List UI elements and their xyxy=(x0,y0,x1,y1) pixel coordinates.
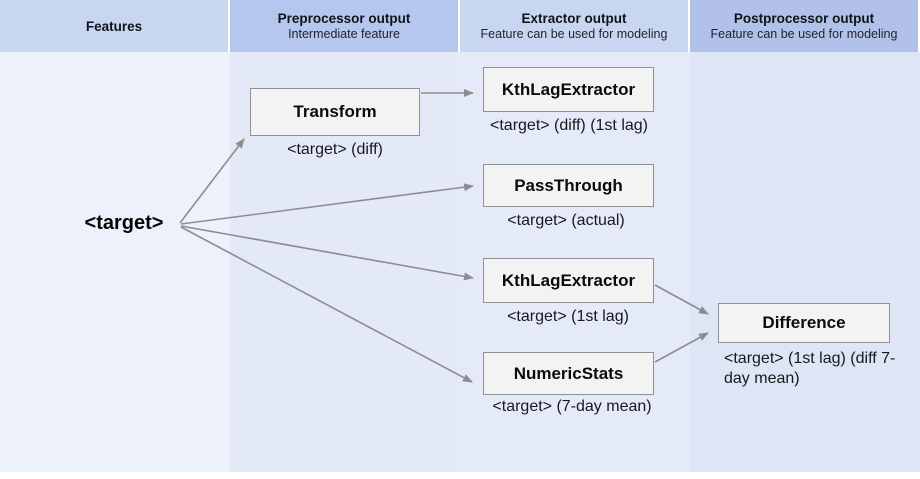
header-column-postprocessor: Postprocessor output Feature can be used… xyxy=(690,0,920,52)
header-column-preprocessor: Preprocessor output Intermediate feature xyxy=(230,0,460,52)
column-postprocessor-body xyxy=(690,52,920,472)
node-caption-kthlagextractor-lag: <target> (1st lag) xyxy=(507,308,629,325)
node-kthlagextractor-lag: KthLagExtractor xyxy=(483,258,654,303)
node-label: KthLagExtractor xyxy=(501,79,636,99)
edge-target-passthrough xyxy=(180,183,474,225)
header-title: Features xyxy=(85,18,143,34)
edge-target-kthlagextractor xyxy=(180,225,474,281)
node-passthrough: PassThrough xyxy=(483,164,654,207)
node-label: Difference xyxy=(762,313,846,332)
node-kthlagextractor-diff: KthLagExtractor xyxy=(483,67,654,112)
node-caption-kthlagextractor-diff: <target> (diff) (1st lag) xyxy=(490,117,648,134)
node-caption-difference: <target> (1st lag) (diff 7-day mean) xyxy=(724,350,896,387)
node-label: PassThrough xyxy=(514,175,623,195)
node-label: KthLagExtractor xyxy=(501,270,636,290)
header-subtitle: Intermediate feature xyxy=(288,27,400,41)
node-numericstats: NumericStats xyxy=(483,352,654,395)
edge-target-numericstats xyxy=(180,226,473,383)
node-transform: Transform xyxy=(250,88,420,136)
node-caption-numericstats: <target> (7-day mean) xyxy=(492,398,652,415)
node-caption-passthrough: <target> (actual) xyxy=(507,212,625,229)
node-label: NumericStats xyxy=(513,363,624,383)
header-subtitle: Feature can be used for modeling xyxy=(710,27,898,41)
header-title: Preprocessor output xyxy=(277,11,411,26)
header-subtitle: Feature can be used for modeling xyxy=(480,27,668,41)
header-title: Extractor output xyxy=(521,11,627,26)
node-caption-transform: <target> (diff) xyxy=(287,141,383,158)
edge-kthlagextractor-difference xyxy=(654,284,709,315)
edge-target-transform xyxy=(179,138,245,224)
column-features-body xyxy=(0,52,230,472)
feature-target-label: <target> xyxy=(84,212,164,234)
header-column-features: Features xyxy=(0,0,230,52)
header-column-extractor: Extractor output Feature can be used for… xyxy=(460,0,690,52)
node-label: Transform xyxy=(293,102,377,121)
node-difference: Difference xyxy=(718,303,890,343)
header-title: Postprocessor output xyxy=(733,11,875,26)
edge-numericstats-difference xyxy=(654,332,709,363)
